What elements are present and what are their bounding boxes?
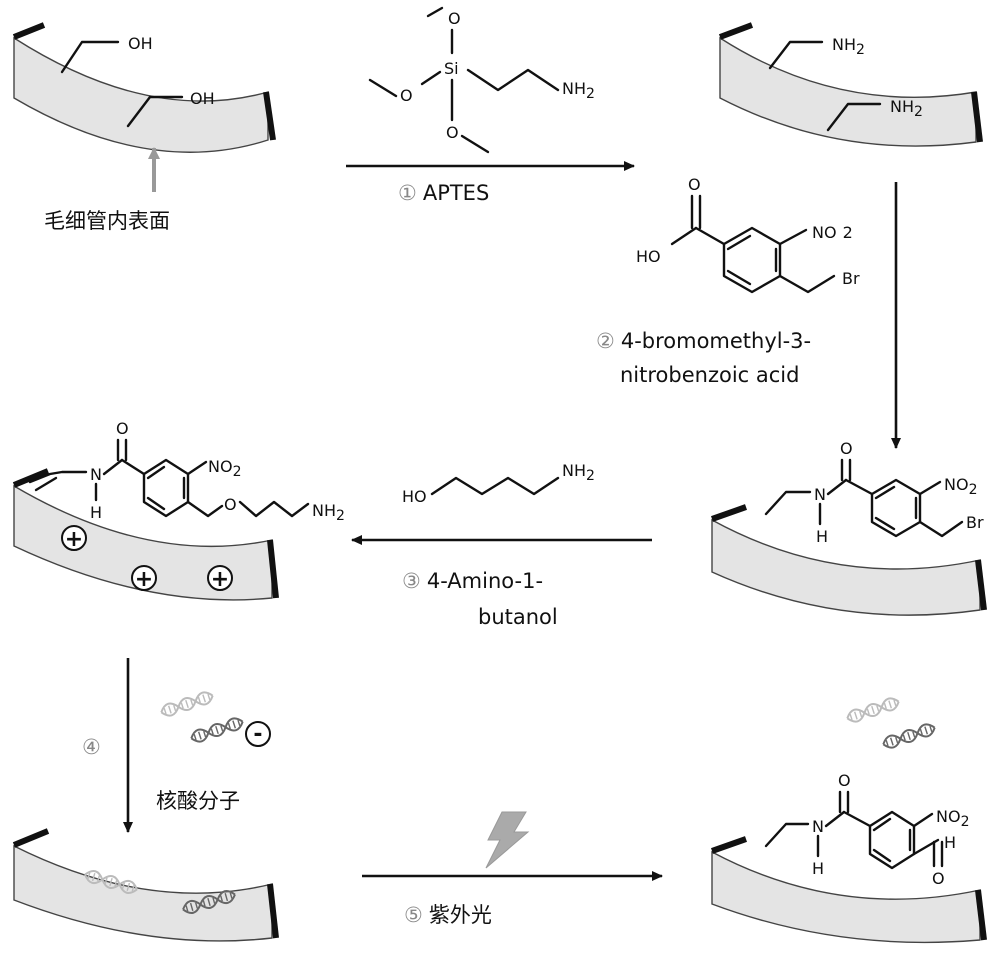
positive-charge-1: + — [61, 525, 87, 552]
svg-text:O: O — [400, 86, 413, 105]
step-3-label-line2: butanol — [478, 605, 558, 629]
svg-text:O: O — [688, 175, 701, 194]
svg-text:NH2: NH2 — [562, 461, 595, 484]
released-nucleic-acids — [844, 694, 938, 752]
svg-text:H: H — [944, 833, 956, 852]
panel-capillary-aldehyde: N H O NO2 H O — [711, 771, 987, 944]
step-4-label: 核酸分子 — [156, 789, 240, 813]
step-2-label-line2: nitrobenzoic acid — [620, 363, 799, 387]
svg-text:HO: HO — [636, 247, 661, 266]
svg-text:NH2: NH2 — [832, 35, 865, 58]
svg-text:HO: HO — [402, 487, 427, 506]
positive-charge-2: + — [131, 565, 157, 592]
nucleic-acid-molecules: - — [158, 688, 271, 747]
panel-capillary-positive: N H O NO2 O NH2 + + + — [12, 419, 345, 601]
svg-text:NO2: NO2 — [936, 807, 969, 830]
svg-text:O: O — [932, 869, 945, 888]
svg-text:NO2: NO2 — [944, 475, 977, 498]
panel-capillary-dna — [12, 828, 279, 942]
svg-text:NH2: NH2 — [312, 501, 345, 524]
aminobutanol-structure: HO NH2 — [402, 461, 595, 506]
svg-text:NH2: NH2 — [562, 79, 595, 102]
svg-text:N: N — [90, 465, 102, 484]
svg-text:O: O — [840, 439, 853, 458]
svg-text:NO2: NO2 — [812, 223, 853, 242]
svg-text:Br: Br — [842, 269, 860, 288]
step-4-number: ④ — [82, 735, 101, 759]
svg-text:H: H — [812, 859, 824, 878]
svg-text:N: N — [814, 485, 826, 504]
svg-text:NO2: NO2 — [208, 457, 241, 480]
svg-text:O: O — [446, 123, 459, 142]
panel-capillary-oh: OH OH 毛细管内表面 — [12, 22, 276, 233]
svg-text:H: H — [816, 527, 828, 546]
svg-text:Br: Br — [966, 513, 984, 532]
svg-text:O: O — [448, 9, 461, 28]
oh-group-2: OH — [190, 89, 215, 108]
svg-text:+: + — [211, 567, 229, 592]
svg-text:NH2: NH2 — [890, 97, 923, 120]
svg-text:O: O — [224, 495, 237, 514]
svg-text:Si: Si — [444, 59, 459, 78]
svg-text:-: - — [253, 722, 262, 747]
svg-text:H: H — [90, 503, 102, 522]
svg-text:+: + — [65, 527, 83, 552]
capillary-wall — [13, 36, 269, 153]
aptes-structure: O Si O O NH2 — [368, 6, 595, 154]
uv-lightning-icon — [485, 811, 530, 869]
oh-group-1: OH — [128, 34, 153, 53]
svg-text:N: N — [812, 817, 824, 836]
panel-capillary-bromide: N H O NO2 Br — [711, 439, 987, 616]
positive-charge-3: + — [207, 565, 233, 592]
negative-charge: - — [245, 721, 271, 747]
svg-text:+: + — [135, 567, 153, 592]
panel-capillary-nh2: NH2 NH2 — [718, 22, 983, 147]
svg-text:O: O — [116, 419, 129, 438]
svg-text:O: O — [838, 771, 851, 790]
surface-label: 毛细管内表面 — [44, 209, 170, 233]
